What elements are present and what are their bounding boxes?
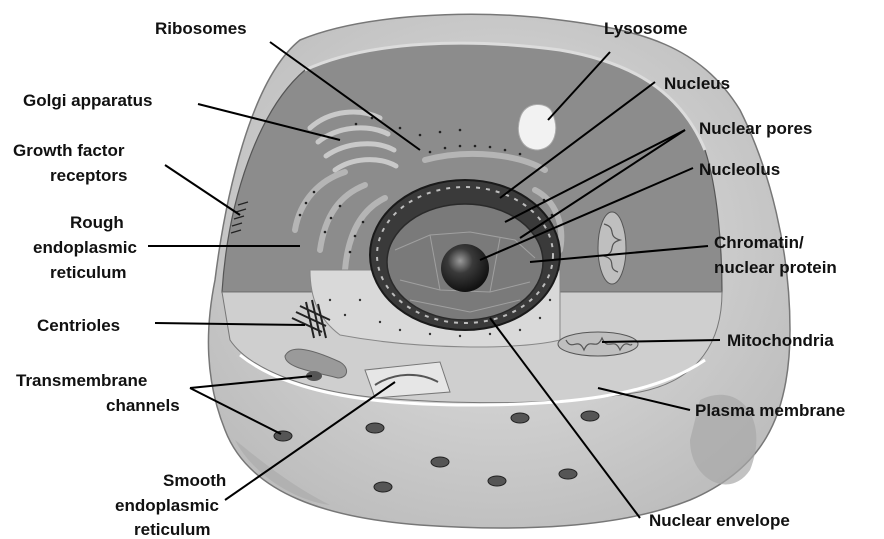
label-centrioles: Centrioles [37, 316, 120, 335]
label-golgi: Golgi apparatus [23, 91, 152, 110]
label-nuclear-pores: Nuclear pores [699, 119, 812, 138]
label-growth-factor-line1: Growth factor [13, 141, 125, 160]
nucleolus-shape [441, 244, 489, 292]
label-plasma-membrane: Plasma membrane [695, 401, 845, 420]
label-mitochondria: Mitochondria [727, 331, 834, 350]
label-smooth-er-line2: endoplasmic [115, 496, 219, 515]
label-nucleus: Nucleus [664, 74, 730, 93]
leader-growth-factor [165, 165, 240, 215]
label-nuclear-envelope: Nuclear envelope [649, 511, 790, 530]
label-chromatin-line1: Chromatin/ [714, 233, 804, 252]
label-growth-factor-line2: receptors [50, 166, 127, 185]
label-rough-er-line3: reticulum [50, 263, 127, 282]
label-chromatin-line2: nuclear protein [714, 258, 837, 277]
label-smooth-er-line3: reticulum [134, 520, 211, 539]
label-smooth-er-line1: Smooth [163, 471, 226, 490]
label-nucleolus: Nucleolus [699, 160, 780, 179]
label-lysosome: Lysosome [604, 19, 687, 38]
label-rough-er-line1: Rough [70, 213, 124, 232]
label-transmembrane-line1: Transmembrane [16, 371, 147, 390]
lysosome-shape [518, 104, 555, 150]
mitochondrion-lower [558, 332, 638, 356]
label-rough-er-line2: endoplasmic [33, 238, 137, 257]
label-transmembrane-line2: channels [106, 396, 180, 415]
label-ribosomes: Ribosomes [155, 19, 247, 38]
mitochondrion-upper [598, 212, 626, 284]
